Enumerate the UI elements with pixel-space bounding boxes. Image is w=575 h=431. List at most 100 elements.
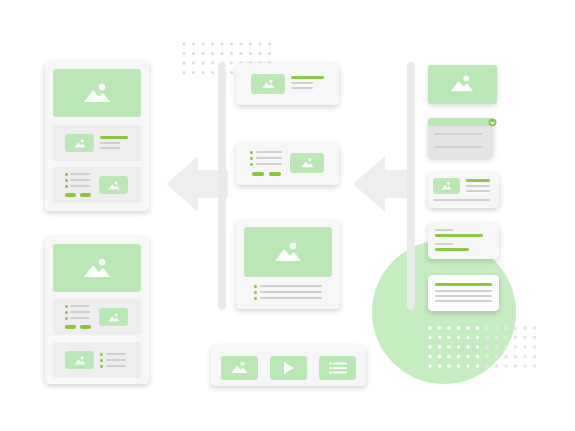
grid-dot (532, 345, 537, 349)
media-list-button (319, 356, 356, 380)
right-image-text-component (428, 172, 499, 208)
image-icon (262, 79, 275, 89)
hero-image-block (244, 227, 332, 277)
text-line (466, 190, 490, 192)
thumbnail (433, 178, 460, 194)
left-layout-card-top (45, 61, 149, 211)
bullet (65, 185, 68, 188)
grid-dot (182, 52, 186, 55)
grid-dot (513, 345, 518, 349)
list-icon (329, 362, 347, 374)
button-pill (65, 325, 76, 329)
thumbnail (99, 308, 128, 326)
text-line (106, 365, 126, 367)
image-icon (108, 313, 120, 322)
image-icon (84, 83, 110, 102)
text-line (256, 163, 282, 165)
thumbnail (99, 176, 128, 194)
grid-dot (475, 326, 480, 330)
grid-dot (475, 335, 480, 340)
text-line (260, 285, 322, 287)
play-icon (284, 362, 294, 374)
grid-dot (192, 52, 195, 55)
grid-dot (220, 52, 224, 55)
dot-grid-bottom-right (428, 326, 480, 368)
text-line (70, 311, 90, 313)
grid-dot (456, 335, 461, 340)
image-icon (275, 242, 301, 261)
grid-dot (523, 345, 527, 349)
text-line (100, 147, 120, 149)
center-component-large-image (236, 220, 340, 309)
grid-dot (466, 326, 470, 330)
grid-dot (230, 71, 233, 74)
text-line (106, 359, 126, 361)
button-pill (80, 325, 91, 329)
grid-dot (532, 364, 537, 368)
text-line (435, 243, 453, 245)
grid-dot (230, 42, 233, 46)
grid-dot (211, 52, 214, 55)
heading-line (435, 234, 483, 237)
grid-dot (201, 42, 205, 46)
image-icon (450, 75, 474, 92)
heading-line (435, 248, 469, 251)
content-row (53, 342, 141, 378)
media-image-button (221, 356, 258, 380)
right-hero-image (428, 65, 497, 104)
bullet (254, 291, 257, 294)
heading-line (291, 76, 324, 79)
grid-dot (456, 345, 461, 349)
grid-dot (211, 71, 214, 74)
text-line (291, 82, 313, 84)
grid-dot (428, 354, 432, 359)
heading-line (100, 136, 128, 139)
grid-dot (532, 335, 537, 340)
grid-dot (249, 52, 252, 55)
bullet (65, 317, 68, 320)
grid-dot (513, 326, 518, 330)
text-line (70, 317, 90, 319)
grid-dot (437, 354, 442, 359)
grid-dot (258, 42, 262, 46)
grid-dot (182, 61, 186, 65)
grid-dot (523, 364, 527, 368)
grid-dot (182, 71, 186, 74)
text-line (435, 290, 492, 292)
grid-dot (475, 345, 480, 349)
grid-dot (485, 354, 489, 359)
arrow-left-1 (166, 156, 228, 212)
left-layout-card-bottom (45, 236, 149, 384)
right-dropdown-component (428, 118, 497, 158)
image-icon (301, 158, 314, 168)
grid-dot (475, 354, 480, 359)
center-vertical-bar (218, 62, 226, 310)
grid-dot (466, 335, 470, 340)
text-line (435, 229, 453, 231)
text-line (70, 179, 90, 181)
grid-dot (494, 364, 499, 368)
text-line (70, 173, 90, 175)
hero-image-block (53, 244, 141, 292)
grid-dot (447, 364, 451, 368)
content-row (53, 167, 141, 203)
grid-dot (466, 354, 470, 359)
heading-line (435, 283, 492, 286)
arrow-left-2 (353, 156, 414, 212)
grid-dot (447, 345, 451, 349)
image-icon (231, 361, 248, 373)
grid-dot (466, 364, 470, 368)
grid-dot (523, 335, 527, 340)
text-line (260, 297, 322, 299)
text-line (256, 157, 282, 159)
grid-dot (513, 364, 518, 368)
grid-dot (494, 354, 499, 359)
bullet (65, 173, 68, 176)
text-line (433, 199, 490, 201)
grid-dot (201, 71, 205, 74)
grid-dot (456, 354, 461, 359)
text-line (466, 185, 490, 187)
grid-dot (513, 335, 518, 340)
grid-dot (447, 354, 451, 359)
grid-dot (494, 335, 499, 340)
